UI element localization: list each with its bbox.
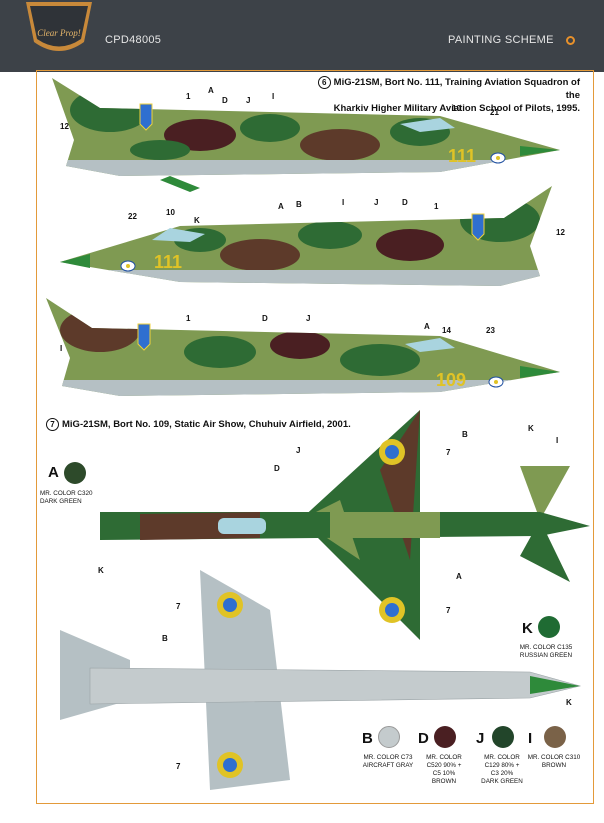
catalog-code: CPD48005: [105, 34, 162, 46]
bottom-view: [60, 570, 582, 790]
callout-A: A: [456, 572, 462, 581]
callout-J: J: [246, 96, 251, 105]
callout-A: A: [278, 202, 284, 211]
callout-K: K: [566, 698, 572, 707]
section-title: PAINTING SCHEME: [448, 34, 554, 46]
callout-14: 14: [442, 326, 451, 335]
swatch-line2: BROWN: [541, 762, 567, 769]
swatch-line2: RUSSIAN GREEN: [519, 652, 573, 659]
bort-number-109-side3: 109: [436, 370, 467, 390]
callout-23: 23: [486, 326, 495, 335]
swatch-line2: C129 80% +: [484, 762, 520, 769]
callout-A: A: [208, 86, 214, 95]
clear-prop-logo: Clear Prop!: [26, 2, 92, 51]
callout-J: J: [306, 314, 311, 323]
callout-J: J: [296, 446, 301, 455]
paint-swatch-icon: [64, 462, 86, 484]
callout-K: K: [194, 216, 200, 225]
callout-7: 7: [446, 606, 451, 615]
page-header: Clear Prop! CPD48005 PAINTING SCHEME: [0, 0, 604, 72]
swatch-line3: C5 10%: [432, 770, 456, 777]
paint-swatch-icon: [492, 726, 514, 748]
swatch-text: MR. COLOR C320 DARK GREEN: [40, 490, 120, 506]
callout-B: B: [462, 430, 468, 439]
callout-22: 22: [128, 212, 137, 221]
callout-I: I: [556, 436, 559, 445]
callout-D: D: [262, 314, 268, 323]
callout-B: B: [296, 200, 302, 209]
swatch-text: MR. COLOR C129 80% + C3 20% DARK GREEN: [474, 754, 530, 786]
paint-swatch-icon: [538, 616, 560, 638]
callout-K: K: [98, 566, 104, 575]
callout-7: 7: [176, 602, 181, 611]
callout-10: 10: [166, 208, 175, 217]
callout-D: D: [274, 464, 280, 473]
scheme6-line1: MiG-21SM, Bort No. 111, Training Aviatio…: [333, 77, 580, 102]
swatch-text: MR. COLOR C135 RUSSIAN GREEN: [506, 644, 586, 660]
content-frame: [36, 70, 594, 804]
paint-swatch-icon: [544, 726, 566, 748]
callout-D: D: [222, 96, 228, 105]
callout-1: 1: [186, 92, 191, 101]
ring-icon: [566, 36, 575, 45]
callout-1: 1: [434, 202, 439, 211]
callout-21: 21: [490, 108, 499, 117]
side-view-2: [60, 186, 552, 286]
swatch-letter: B: [362, 730, 373, 747]
swatch-letter: D: [418, 730, 429, 747]
scheme7-line1: MiG-21SM, Bort No. 109, Static Air Show,…: [62, 419, 351, 431]
scheme6-line2: Kharkiv Higher Military Aviation School …: [333, 103, 580, 115]
swatch-text: MR. COLOR C520 90% + C5 10% BROWN: [416, 754, 472, 786]
paint-swatch-icon: [378, 726, 400, 748]
callout-I: I: [60, 344, 63, 353]
side-view-3: [46, 298, 560, 396]
callout-7: 7: [446, 448, 451, 457]
bort-number-111-side2: 111: [154, 252, 183, 272]
callout-A: A: [424, 322, 430, 331]
swatch-text: MR. COLOR C73 AIRCRAFT GRAY: [360, 754, 416, 770]
swatch-line1: MR. COLOR C73: [363, 754, 413, 761]
callout-12: 12: [556, 228, 565, 237]
callout-B: B: [162, 634, 168, 643]
scheme-number-badge: 7: [46, 418, 59, 431]
bort-number-111-side1: 111: [448, 146, 477, 166]
callout-J: J: [374, 198, 379, 207]
swatch-line1: MR. COLOR C310: [527, 754, 581, 761]
paint-swatch-icon: [434, 726, 456, 748]
swatch-letter: J: [476, 730, 485, 747]
svg-text:Clear Prop!: Clear Prop!: [37, 28, 80, 38]
callout-7: 7: [176, 762, 181, 771]
swatch-line1: MR. COLOR C135: [519, 644, 573, 651]
swatch-line2: DARK GREEN: [40, 498, 82, 505]
swatch-line1: MR. COLOR: [426, 754, 462, 761]
swatch-line2: AIRCRAFT GRAY: [362, 762, 414, 769]
callout-K: K: [528, 424, 534, 433]
swatch-letter: A: [48, 464, 59, 481]
swatch-letter: K: [522, 620, 533, 637]
swatch-line4: BROWN: [431, 778, 457, 785]
swatch-line2: C520 90% +: [426, 762, 462, 769]
callout-10: 10: [452, 104, 461, 113]
swatch-letter: I: [528, 730, 533, 747]
scheme-number-badge: 6: [317, 76, 331, 89]
swatch-line1: MR. COLOR: [484, 754, 520, 761]
callout-12: 12: [60, 122, 69, 131]
swatch-line3: C3 20%: [490, 770, 514, 777]
callout-D: D: [402, 198, 408, 207]
callout-I: I: [342, 198, 345, 207]
swatch-text: MR. COLOR C310 BROWN: [526, 754, 582, 770]
side-view-1: [52, 78, 560, 192]
callout-1: 1: [186, 314, 191, 323]
swatch-line4: DARK GREEN: [481, 778, 523, 785]
callout-I: I: [272, 92, 275, 101]
top-view: [100, 410, 590, 640]
swatch-line1: MR. COLOR C320: [40, 490, 93, 497]
